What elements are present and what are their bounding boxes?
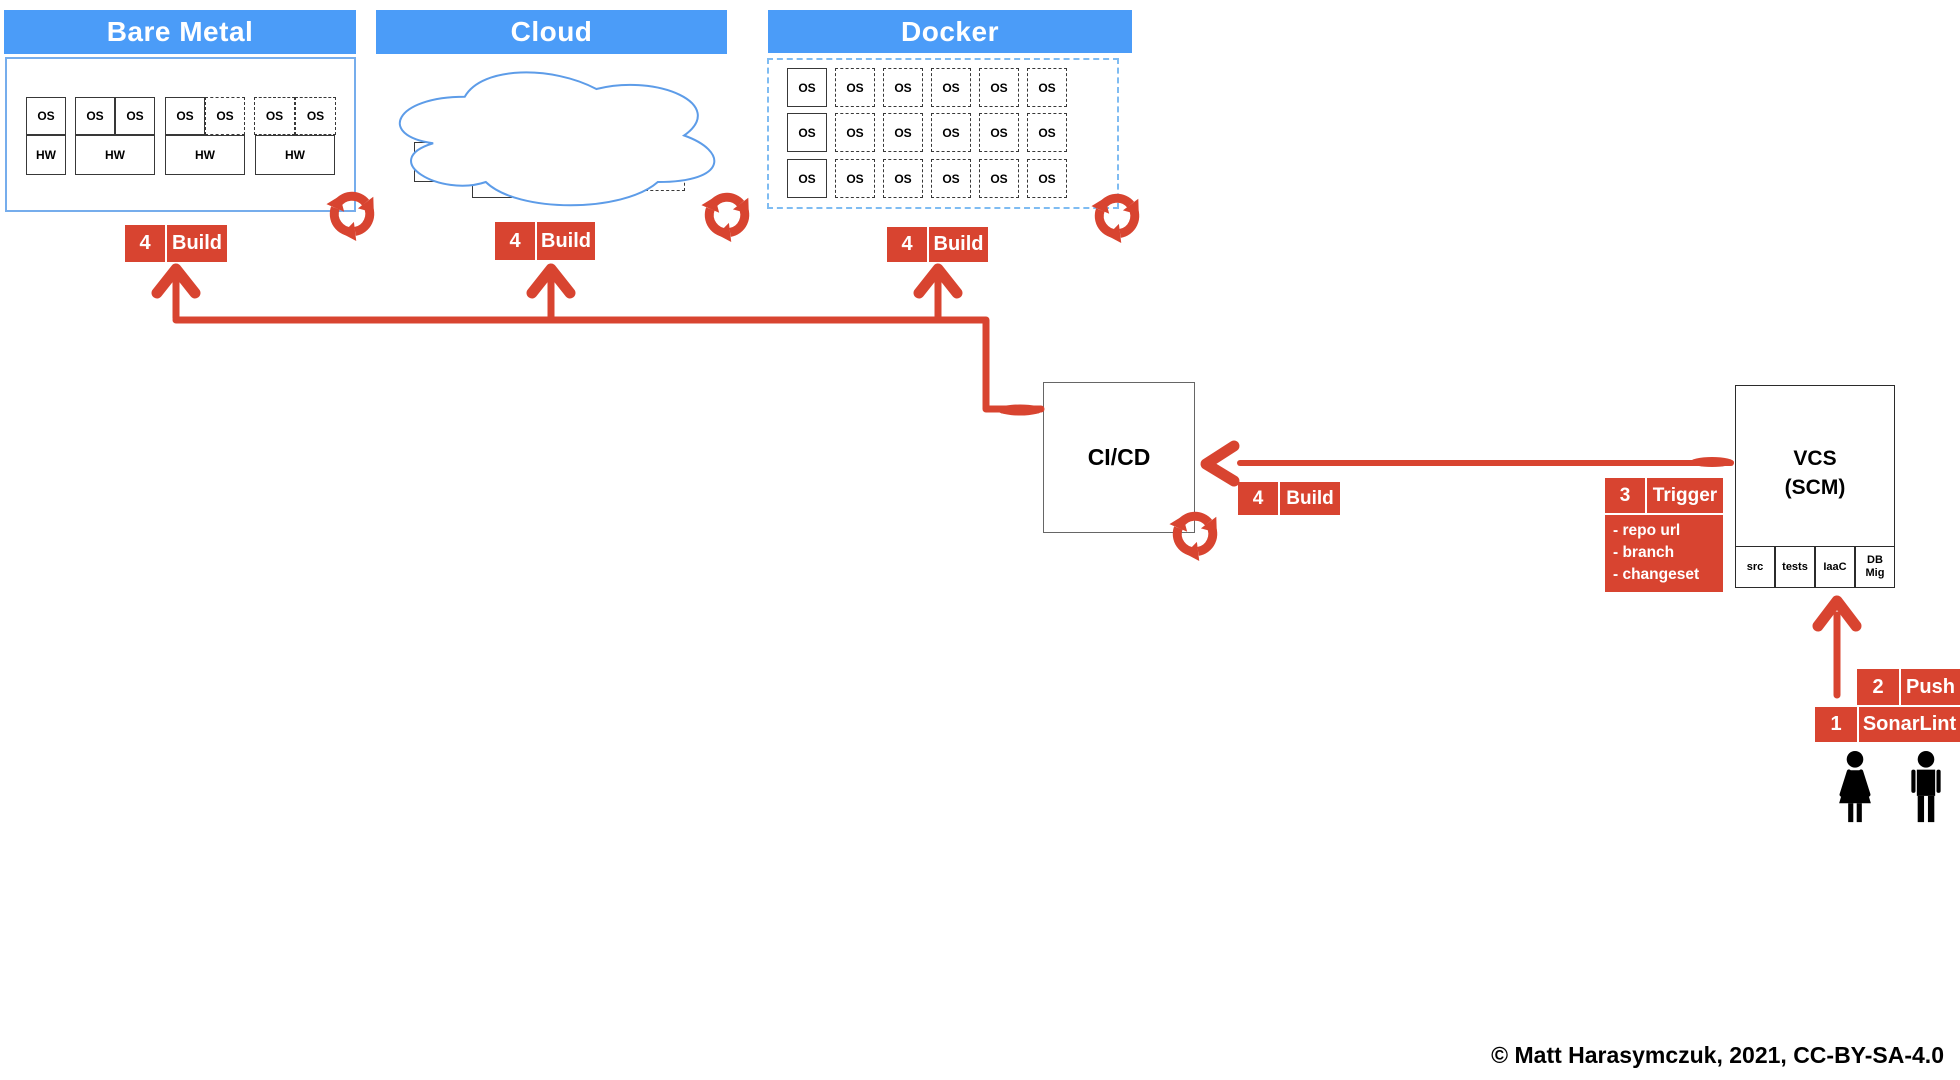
os-box: OS <box>295 97 336 135</box>
docker-header: Docker <box>768 10 1132 53</box>
os-box: OS <box>835 68 875 107</box>
man-icon <box>1911 750 1941 823</box>
badge-number: 1 <box>1815 707 1859 742</box>
badge-label: Build <box>541 229 591 252</box>
os-box: OS <box>787 113 827 152</box>
os-box: OS <box>835 113 875 152</box>
cicd-label: CI/CD <box>1087 444 1151 470</box>
build-arrow-docker <box>913 263 963 322</box>
sonarlint-badge: 1 SonarLint <box>1815 707 1960 742</box>
badge-label: Trigger <box>1652 484 1718 506</box>
vcs-cell-tests: tests <box>1775 546 1815 588</box>
os-box: OS <box>472 158 512 198</box>
os-box: OS <box>979 113 1019 152</box>
build-distribution-line <box>151 263 1045 416</box>
os-box: OS <box>931 68 971 107</box>
hw-box: HW <box>255 135 335 175</box>
trigger-detail: - changeset <box>1613 566 1700 584</box>
os-box: OS <box>835 159 875 198</box>
bare-metal-container <box>5 57 356 212</box>
build-arrow-bare-metal <box>151 263 201 322</box>
hw-box: HW <box>26 135 66 175</box>
os-box: OS <box>414 142 455 182</box>
os-box: OS <box>466 109 506 149</box>
docker-container <box>767 58 1119 209</box>
os-box: OS <box>1027 159 1067 198</box>
hw-box: HW <box>165 135 245 175</box>
os-box: OS <box>883 159 923 198</box>
push-badge: 2 Push <box>1857 669 1960 705</box>
os-box: OS <box>979 159 1019 198</box>
os-box: OS <box>1027 68 1067 107</box>
trigger-badge: 3 Trigger - repo url - branch - changese… <box>1605 478 1723 593</box>
os-box: OS <box>26 97 66 135</box>
bare-metal-header: Bare Metal <box>4 10 356 54</box>
build-badge-bare-metal: 4 Build <box>125 225 227 262</box>
vcs-cell-db-mig: DB Mig <box>1855 546 1895 588</box>
vcs-cell-iaac: IaaC <box>1815 546 1855 588</box>
trigger-detail: - repo url <box>1613 522 1681 539</box>
badge-number: 3 <box>1605 478 1647 513</box>
os-box: OS <box>115 97 155 135</box>
build-badge-cloud: 4 Build <box>495 222 595 260</box>
build-badge-cicd: 4 Build <box>1238 482 1340 515</box>
os-box: OS <box>645 151 685 191</box>
badge-label: Build <box>172 232 222 254</box>
os-box: OS <box>254 97 295 135</box>
cloud-header: Cloud <box>376 10 727 54</box>
push-arrow <box>1812 595 1862 699</box>
copyright-text: © Matt Harasymczuk, 2021, CC-BY-SA-4.0 <box>1491 1042 1944 1068</box>
recycle-arrows-icon-cloud <box>701 197 750 243</box>
hw-box: HW <box>75 135 155 175</box>
os-box: OS <box>931 159 971 198</box>
vcs-label: VCS (SCM) <box>1784 447 1846 500</box>
badge-number: 2 <box>1857 669 1901 705</box>
badge-label: Push <box>1906 675 1955 698</box>
badge-label: SonarLint <box>1862 713 1957 735</box>
build-badge-docker: 4 Build <box>887 227 988 262</box>
trigger-arrow <box>1200 440 1734 487</box>
os-box: OS <box>883 68 923 107</box>
badge-number: 4 <box>887 227 929 262</box>
badge-label: Build <box>933 233 984 255</box>
badge-number: 4 <box>495 222 537 260</box>
vcs-cell-src: src <box>1735 546 1775 588</box>
os-box: OS <box>979 68 1019 107</box>
badge-label: Build <box>1286 487 1334 509</box>
os-box: OS <box>570 99 610 139</box>
badge-number: 4 <box>125 225 167 262</box>
cicd-box: CI/CD <box>1043 382 1195 533</box>
os-box: OS <box>528 152 568 191</box>
os-box: OS <box>787 68 827 107</box>
os-box: OS <box>165 97 205 135</box>
os-box: OS <box>883 113 923 152</box>
os-box: OS <box>205 97 245 135</box>
os-box: OS <box>787 159 827 198</box>
os-box: OS <box>1027 113 1067 152</box>
os-box: OS <box>75 97 115 135</box>
badge-number: 4 <box>1238 482 1280 515</box>
woman-icon <box>1839 750 1871 823</box>
os-box: OS <box>585 156 626 196</box>
trigger-details: - repo url - branch - changeset <box>1605 513 1723 592</box>
trigger-detail: - branch <box>1613 544 1675 562</box>
os-box: OS <box>931 113 971 152</box>
build-arrow-cloud <box>526 263 576 322</box>
